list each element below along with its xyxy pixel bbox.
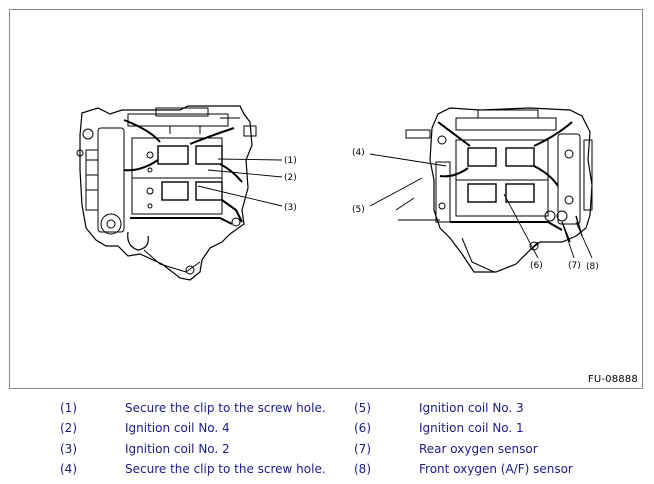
legend-text: Front oxygen (A/F) sensor <box>419 462 573 476</box>
legend-text: Rear oxygen sensor <box>419 442 538 456</box>
callout-2: (2) <box>284 173 297 183</box>
figure-code: FU-08888 <box>587 374 638 385</box>
callout-6: (6) <box>530 261 543 271</box>
leader-6 <box>503 193 539 259</box>
legend-number: (8) <box>354 462 371 476</box>
left-engine-view <box>76 105 257 281</box>
legend-text: Ignition coil No. 2 <box>125 442 230 456</box>
engine-diagram: (1) (2) (3) (4) (5) (6) (7) (8) <box>76 105 599 281</box>
legend-text: Ignition coil No. 3 <box>419 401 524 415</box>
legend-number: (6) <box>354 421 371 435</box>
legend-number: (3) <box>60 442 77 456</box>
callout-1: (1) <box>284 156 297 166</box>
callout-7: (7) <box>568 261 581 271</box>
callout-labels: (1) (2) (3) (4) (5) (6) (7) (8) <box>284 148 599 272</box>
legend-text: Secure the clip to the screw hole. <box>125 462 326 476</box>
figure-frame: (1) (2) (3) (4) (5) (6) (7) (8) FU-08888 <box>9 9 643 389</box>
leader-lines <box>197 153 593 259</box>
leader-7 <box>561 221 575 259</box>
legend-text: Secure the clip to the screw hole. <box>125 401 326 415</box>
callout-4: (4) <box>352 148 365 158</box>
legend-number: (7) <box>354 442 371 456</box>
callout-5: (5) <box>352 205 365 215</box>
leader-4 <box>369 153 447 167</box>
leader-8 <box>575 221 593 259</box>
callout-3: (3) <box>284 203 297 213</box>
legend-number: (1) <box>60 401 77 415</box>
right-engine-view <box>395 107 593 273</box>
leader-3 <box>197 185 283 207</box>
callout-8: (8) <box>586 262 599 272</box>
leader-2 <box>207 169 283 178</box>
leader-5 <box>369 177 423 207</box>
legend-number: (2) <box>60 421 77 435</box>
legend-text: Ignition coil No. 4 <box>125 421 230 435</box>
legend-text: Ignition coil No. 1 <box>419 421 524 435</box>
legend-number: (4) <box>60 462 77 476</box>
leader-1 <box>217 158 283 161</box>
legend-number: (5) <box>354 401 371 415</box>
